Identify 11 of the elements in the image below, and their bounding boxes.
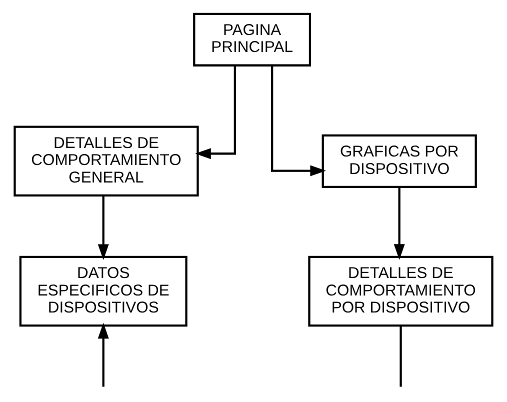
node-box: DATOS ESPECIFICOS DE DISPOSITIVOS <box>19 256 188 327</box>
arrow <box>98 196 109 260</box>
node-box: DETALLES DE COMPORTAMIENTO GENERAL <box>14 126 199 197</box>
node-box: PAGINA PRINCIPAL <box>193 12 312 66</box>
arrow <box>98 322 109 387</box>
node-box: GRAFICAS POR DISPOSITIVO <box>322 134 477 188</box>
connector <box>400 326 402 387</box>
arrow <box>271 66 326 176</box>
arrow <box>394 188 405 260</box>
arrow <box>195 66 236 160</box>
node-box: DETALLES DE COMPORTAMIENTO POR DISPOSITIVO <box>308 256 494 327</box>
